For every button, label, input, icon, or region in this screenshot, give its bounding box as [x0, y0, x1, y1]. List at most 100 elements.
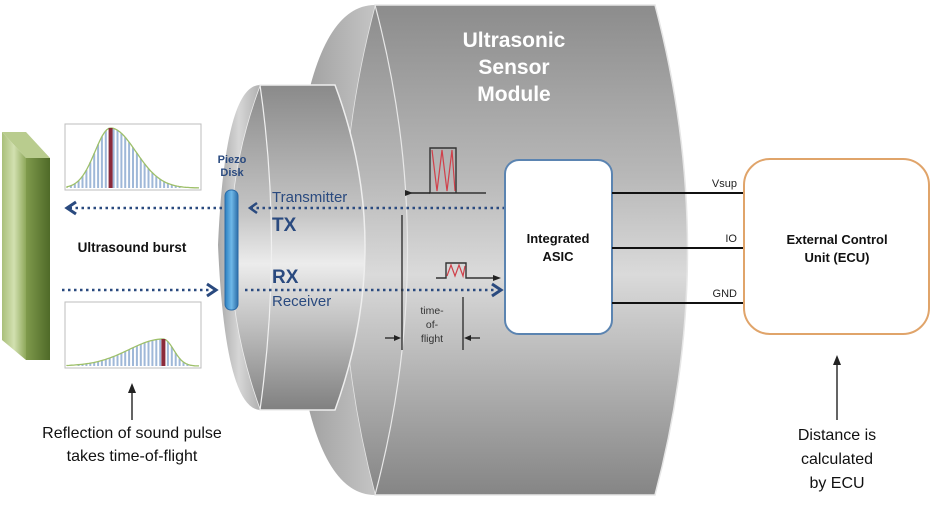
histogram-bar — [166, 341, 169, 366]
asic-block: Integrated ASIC — [504, 159, 613, 335]
receiver-label: Receiver — [272, 293, 331, 310]
histogram-bar — [132, 147, 134, 188]
histogram-bar — [143, 163, 146, 188]
histogram-bar — [135, 153, 138, 188]
rx-pulse-arrow-icon — [493, 275, 501, 281]
histogram-bar — [89, 162, 92, 188]
histogram-bar — [120, 133, 123, 188]
histogram-bar — [104, 130, 107, 188]
distance-caption: Distance is calculated by ECU — [798, 355, 876, 492]
distance-caption-line-1: Distance is — [798, 427, 876, 444]
burst-return-arrowhead-icon — [206, 282, 219, 298]
distance-caption-line-2: calculated — [801, 451, 873, 468]
tof-label-line-2: of- — [426, 319, 439, 331]
reflection-caption-line-1: Reflection of sound pulse — [42, 425, 222, 442]
histogram-bar — [104, 359, 107, 366]
histogram-bar — [186, 364, 189, 366]
front-cylinder — [218, 84, 366, 411]
ecu-label-line-2: Unit (ECU) — [805, 250, 870, 265]
distance-caption-line-3: by ECU — [809, 475, 864, 492]
transmitter-label: Transmitter — [272, 189, 347, 206]
module-title-line-3: Module — [477, 83, 551, 106]
histogram-bar — [147, 341, 150, 366]
histogram-bar — [77, 180, 80, 188]
outgoing-histogram-bars — [69, 128, 181, 188]
histogram-bar — [139, 344, 142, 366]
histogram-bar — [128, 349, 131, 366]
histogram-bar — [174, 185, 177, 188]
rx-pulse-waveform — [436, 262, 501, 281]
histogram-bar — [151, 172, 154, 188]
distance-arrow-icon — [833, 355, 841, 365]
returning-histogram — [64, 301, 202, 369]
histogram-bar — [69, 185, 72, 188]
histogram-bar — [155, 339, 158, 366]
tof-label-line-3: flight — [421, 333, 443, 345]
tx-label: TX — [272, 215, 297, 236]
histogram-bar — [77, 364, 80, 366]
obstacle-wall — [2, 132, 50, 360]
histogram-bar — [97, 144, 100, 188]
outgoing-histogram — [64, 123, 202, 191]
gnd-label: GND — [713, 288, 738, 300]
io-label: IO — [725, 233, 737, 245]
histogram-bar — [163, 181, 166, 188]
histogram-bar — [93, 362, 96, 366]
ultrasound-burst-label: Ultrasound burst — [78, 240, 187, 255]
histogram-bar — [85, 363, 88, 366]
reflection-caption-line-2: takes time-of-flight — [67, 448, 198, 465]
histogram-bar — [100, 136, 103, 188]
tof-left-arrow-icon — [394, 335, 401, 341]
histogram-bar — [182, 362, 185, 366]
histogram-bar — [85, 170, 88, 188]
histogram-bar — [89, 363, 92, 366]
histogram-bar — [120, 353, 123, 366]
reflection-arrow-icon — [128, 383, 136, 393]
histogram-bar — [135, 345, 138, 366]
burst-out-arrowhead-icon — [64, 200, 77, 216]
histogram-bar — [155, 176, 158, 188]
histogram-bar — [143, 342, 146, 366]
histogram-bar — [174, 353, 177, 366]
histogram-bar — [81, 364, 84, 366]
histogram-bar — [124, 351, 127, 366]
module-title-line-2: Sensor — [478, 56, 549, 79]
rx-label: RX — [272, 267, 299, 288]
rx-arrowhead-icon — [491, 282, 504, 298]
piezo-disk — [224, 189, 239, 311]
histogram-bar — [93, 153, 96, 188]
histogram-bar — [97, 361, 100, 366]
asic-label-line-1: Integrated — [527, 231, 590, 246]
outgoing-peak-marker — [108, 128, 113, 188]
histogram-bar — [124, 137, 127, 188]
histogram-bar — [151, 340, 154, 366]
histogram-bar — [166, 183, 169, 188]
histogram-bar — [112, 356, 115, 366]
ecu-block: External Control Unit (ECU) — [743, 158, 930, 335]
module-title-line-1: Ultrasonic — [463, 29, 566, 52]
histogram-bar — [178, 186, 181, 188]
histogram-bar — [132, 347, 134, 366]
histogram-bar — [159, 179, 162, 188]
histogram-bar — [170, 184, 173, 188]
histogram-bar — [100, 360, 103, 366]
piezo-label-line-2: Disk — [220, 167, 244, 179]
returning-peak-marker — [161, 339, 166, 366]
module-title: Ultrasonic Sensor Module — [463, 29, 566, 106]
tof-label-line-1: time- — [420, 305, 444, 317]
tx-pulse-arrow-icon — [405, 190, 413, 196]
histogram-bar — [73, 183, 76, 188]
time-of-flight-marker: time- of- flight — [385, 215, 480, 350]
tof-right-arrow-icon — [464, 335, 471, 341]
histogram-bar — [139, 158, 142, 188]
tx-pulse-waveform — [405, 147, 486, 196]
vsup-label: Vsup — [712, 178, 737, 190]
histogram-bar — [116, 354, 119, 366]
histogram-bar — [159, 339, 162, 366]
asic-label-line-2: ASIC — [542, 249, 574, 264]
histogram-bar — [128, 142, 131, 188]
bus-lines: Vsup IO GND — [612, 178, 744, 304]
returning-histogram-curve — [66, 338, 199, 367]
outgoing-histogram-curve — [66, 127, 200, 189]
